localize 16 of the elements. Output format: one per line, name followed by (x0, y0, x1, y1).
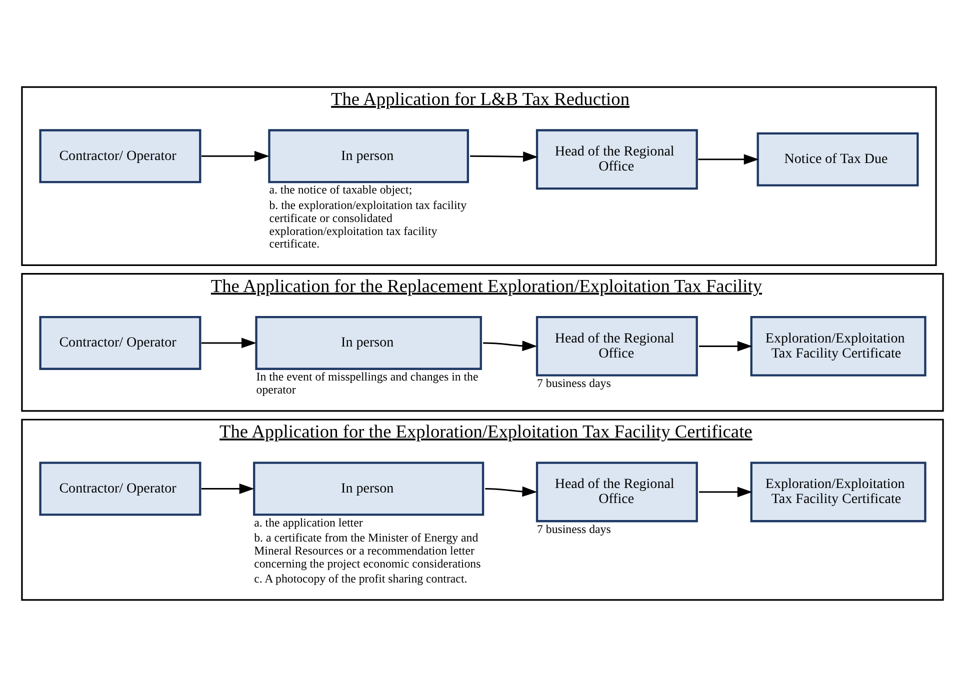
arrow (470, 150, 538, 162)
arrow (201, 150, 269, 161)
node-label: b. the exploration/exploitation tax facility certificate or consolidated exploration/exploitation tax facility certificate. (268, 197, 466, 250)
arrow (200, 337, 256, 348)
arrow (482, 340, 537, 351)
arrow (698, 486, 752, 497)
node-label: 7 business days (536, 376, 610, 390)
node-label: a. the application letter (254, 514, 362, 529)
arrow (200, 483, 254, 494)
arrow (698, 340, 752, 351)
node-label: c. A photocopy of the profit sharing contract. (254, 570, 467, 585)
arrow (698, 154, 758, 164)
node-label: In the event of misspellings and changes in the operator (256, 369, 478, 396)
arrow (484, 486, 537, 496)
node-label: a. the notice of taxable object; (268, 182, 412, 196)
node-label: 7 business days (536, 521, 610, 536)
